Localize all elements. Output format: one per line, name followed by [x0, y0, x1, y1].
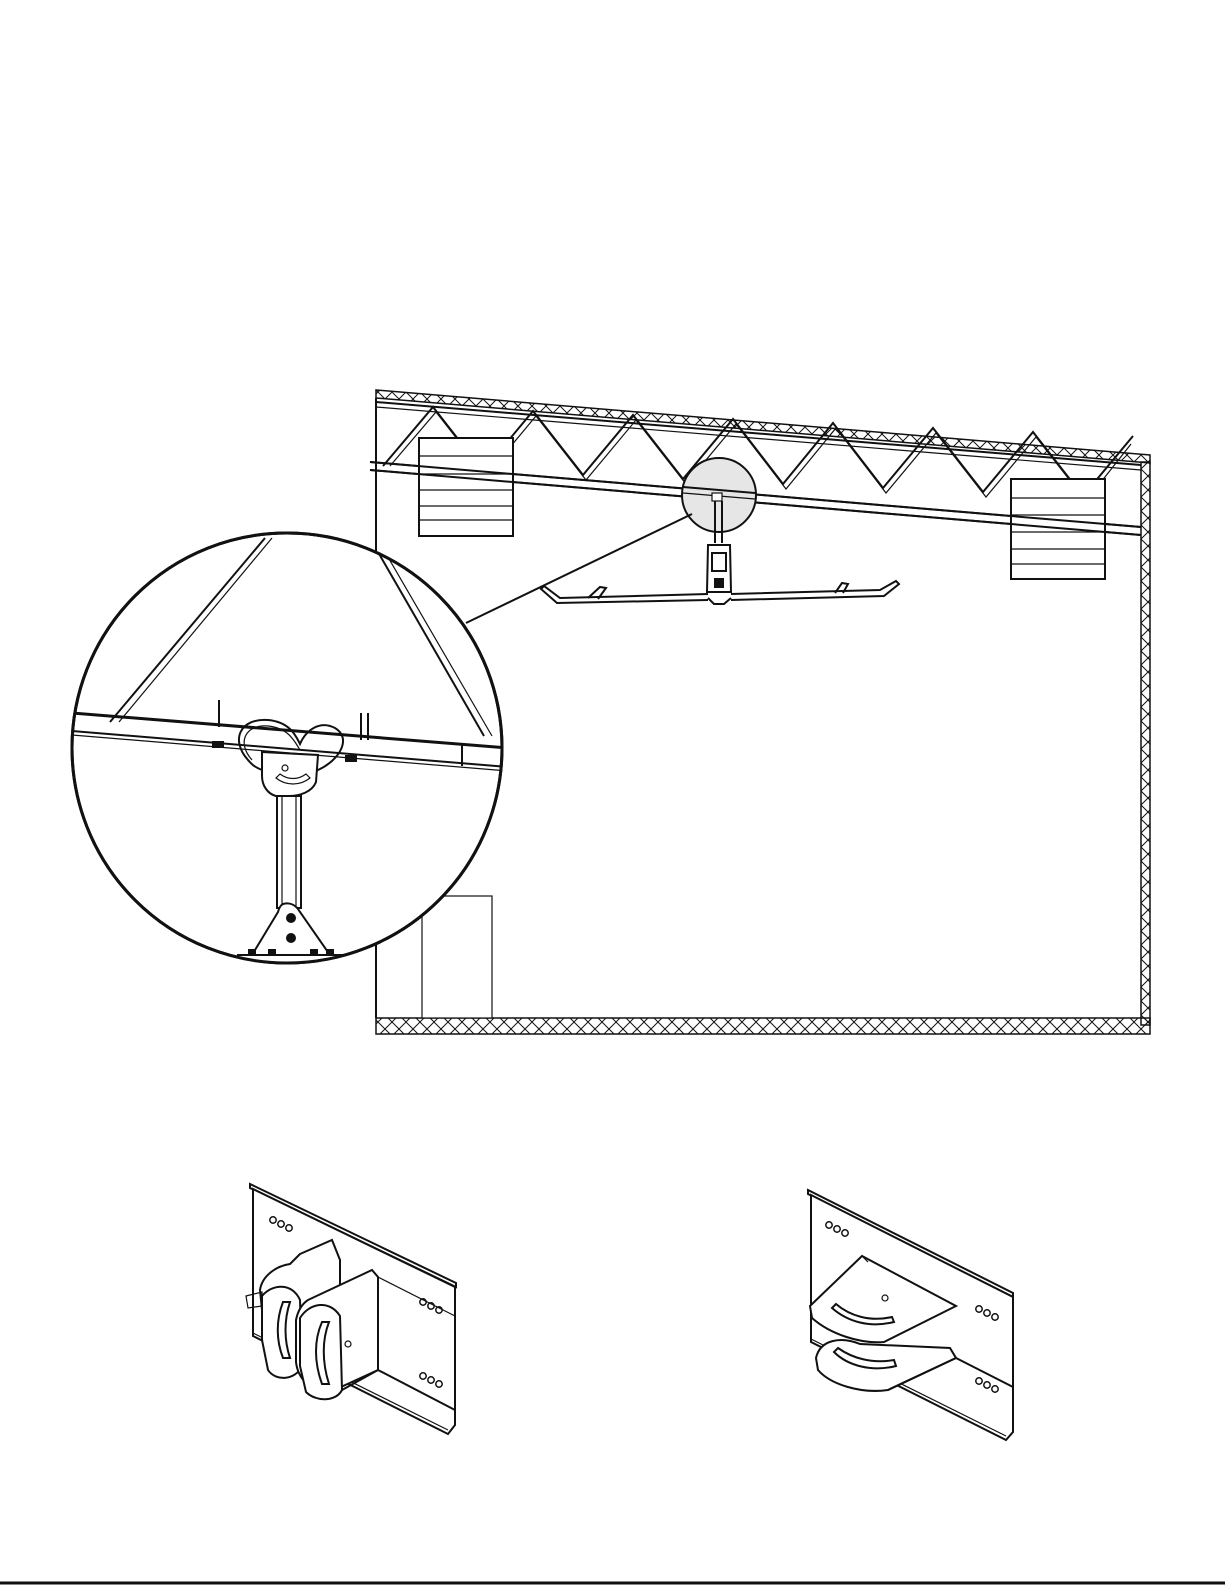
doorway	[422, 896, 492, 1018]
fan-blade-right	[731, 581, 899, 600]
left-louver-vent	[419, 438, 513, 536]
bracket-horizontal-orientation	[808, 1190, 1013, 1440]
bracket-vertical-orientation	[246, 1184, 456, 1434]
mount-bracket	[262, 752, 318, 796]
floor-slab	[376, 1018, 1150, 1034]
fan-blade-left	[541, 586, 708, 603]
extension-tube	[277, 796, 301, 908]
right-wall	[1141, 462, 1150, 1025]
